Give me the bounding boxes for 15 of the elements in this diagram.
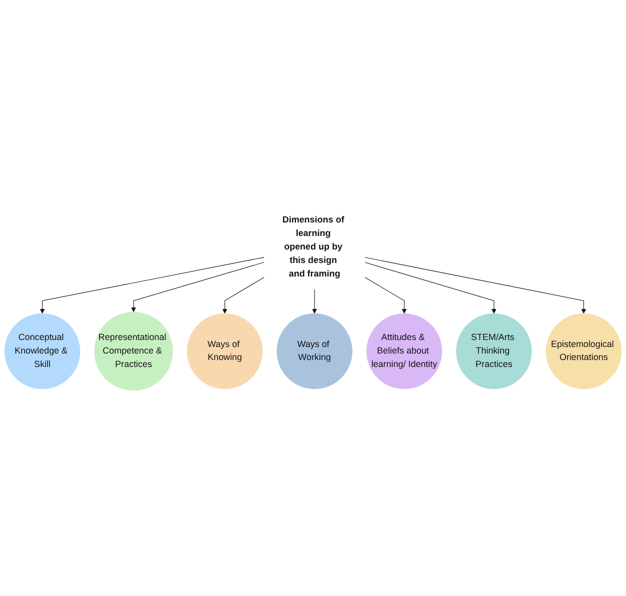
arrow [364,277,407,314]
node-circle: Representational Competence & Practices [94,312,173,391]
node-circle: Epistemological Orientations [546,313,622,390]
node-circle: Attitudes & Beliefs about learning/ Identity [366,313,442,390]
arrow [40,257,264,314]
arrow [312,289,317,314]
arrow [364,262,496,314]
arrow [364,257,586,314]
node-circle: Conceptual Knowledge & Skill [4,313,80,390]
arrow [131,262,264,312]
node-text: Dimensions of learning opened up by this design and framing [282,215,344,279]
node-circle: Ways of Knowing [186,313,263,390]
arrow [222,277,264,314]
node-circle: Ways of Working [276,313,352,390]
node-circle: STEM/Arts Thinking Practices [456,313,532,390]
